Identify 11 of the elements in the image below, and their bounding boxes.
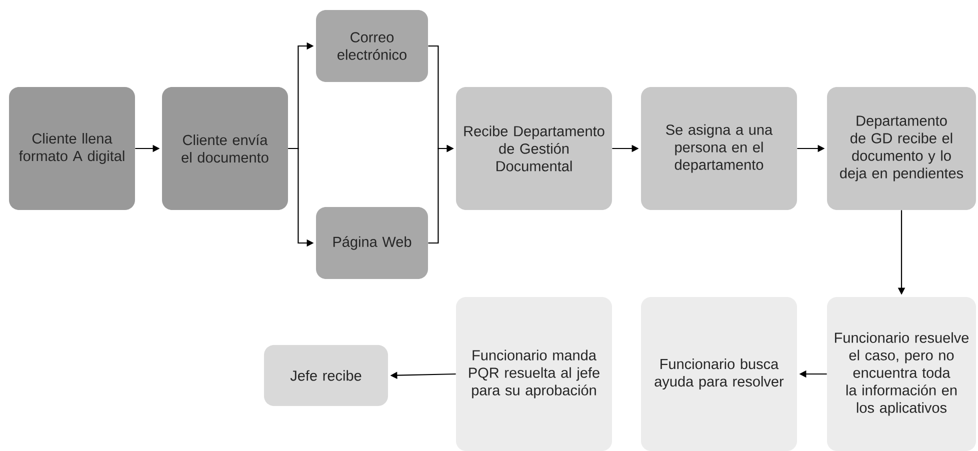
process-box: Cliente llena formato A digital: [9, 87, 135, 210]
process-box: Funcionario busca ayuda para resolver: [641, 297, 797, 451]
process-box: Página Web: [316, 207, 428, 279]
process-box: Funcionario manda PQR resuelta al jefe para su aprobación: [456, 297, 612, 451]
process-box: Cliente envía el documento: [162, 87, 288, 210]
process-box: Se asigna a una persona en el departamento: [641, 87, 797, 210]
process-box: Funcionario resuelve el caso, pero no encuentra toda la información en los aplicativos: [827, 297, 976, 451]
process-box: Recibe Departamento de Gestión Documental: [456, 87, 612, 210]
process-box: Jefe recibe: [264, 345, 388, 406]
process-box: Correo electrónico: [316, 10, 428, 82]
process-box: Departamento de GD recibe el documento y lo deja en pendientes: [827, 87, 976, 210]
